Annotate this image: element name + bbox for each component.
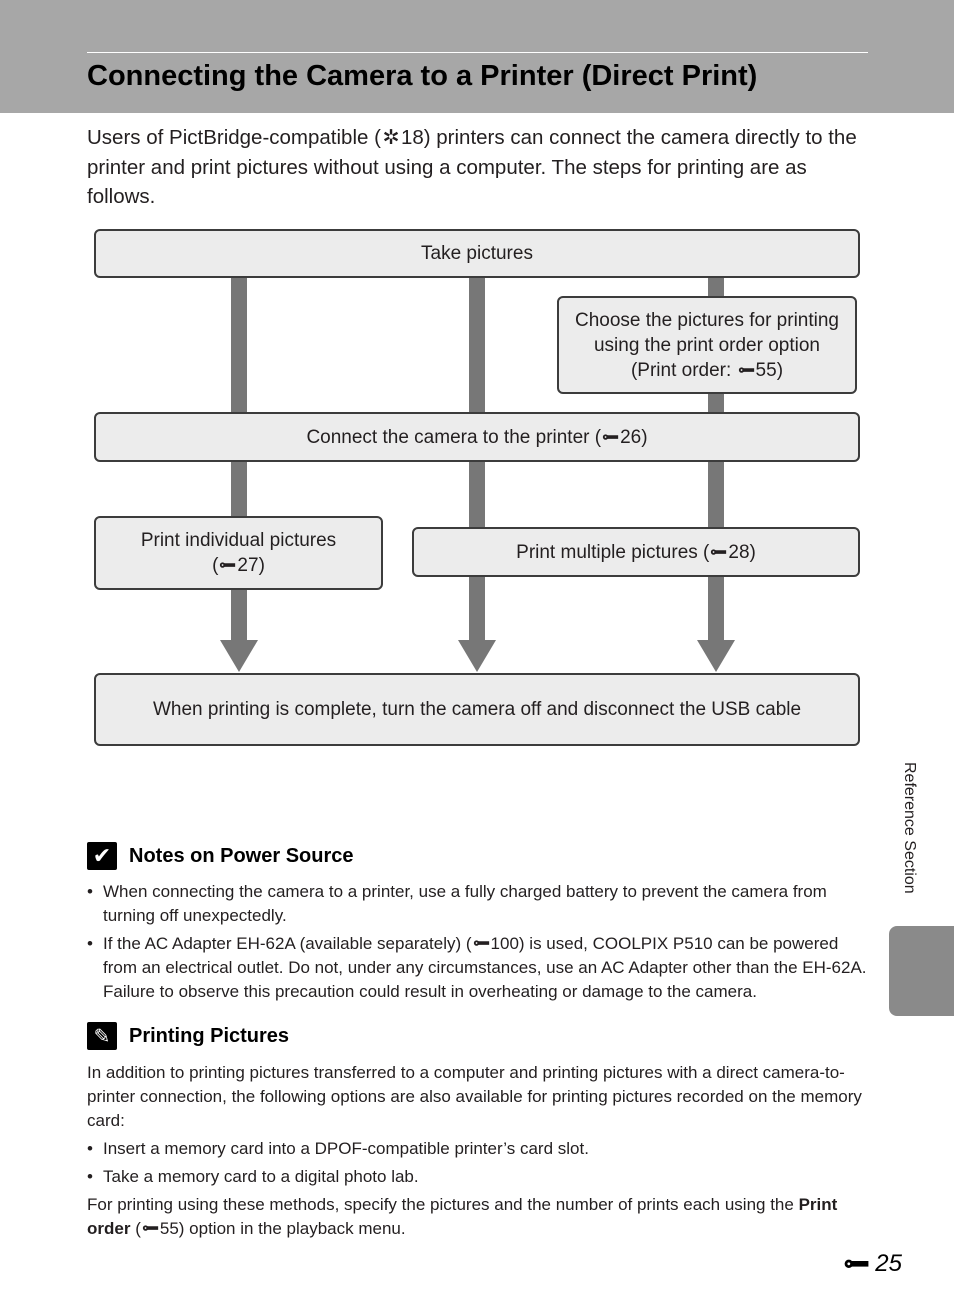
printing-pictures-heading: ✎ Printing Pictures xyxy=(87,1022,289,1050)
flow-box-print-multiple: Print multiple pictures (28) xyxy=(412,527,860,577)
page-number: 25 xyxy=(844,1250,902,1278)
reference-section-icon xyxy=(711,547,727,557)
header-band xyxy=(0,0,954,113)
reference-section-icon xyxy=(844,1256,869,1271)
reference-section-icon xyxy=(220,561,236,571)
flow-box-printing-complete: When printing is complete, turn the came… xyxy=(94,673,860,746)
list-item: Take a memory card to a digital photo la… xyxy=(87,1165,869,1189)
printing-pictures-list: Insert a memory card into a DPOF-compati… xyxy=(87,1137,869,1193)
flow-box-choose-pictures: Choose the pictures for printing using t… xyxy=(557,296,857,394)
intro-ref-page: 18 xyxy=(400,126,424,149)
camera-reference-icon: ✲ xyxy=(382,126,400,149)
list-item: When connecting the camera to a printer,… xyxy=(87,880,869,928)
flow-box-print-individual: Print individual pictures (27) xyxy=(94,516,383,590)
list-item: If the AC Adapter EH-62A (available sepa… xyxy=(87,932,869,1004)
notes-power-heading: ✔ Notes on Power Source xyxy=(87,842,354,870)
section-side-label: Reference Section xyxy=(901,762,918,894)
flow-arrowhead-left xyxy=(220,640,258,672)
reference-section-icon xyxy=(602,432,619,442)
list-item: Insert a memory card into a DPOF-compati… xyxy=(87,1137,869,1161)
printing-pictures-intro: In addition to printing pictures transfe… xyxy=(87,1063,862,1130)
notes-power-list: When connecting the camera to a printer,… xyxy=(87,880,869,1008)
flow-arrowhead-right xyxy=(697,640,735,672)
reference-section-icon xyxy=(738,365,754,375)
header-rule xyxy=(87,52,868,53)
section-thumb-tab xyxy=(889,926,954,1016)
flow-box-take-pictures: Take pictures xyxy=(94,229,860,278)
intro-paragraph: Users of PictBridge-compatible (✲18) pri… xyxy=(87,123,867,212)
page-title: Connecting the Camera to a Printer (Dire… xyxy=(87,60,758,92)
reference-section-icon xyxy=(473,939,489,949)
flowchart: Take pictures Choose the pictures for pr… xyxy=(94,229,860,746)
flow-arrowhead-center xyxy=(458,640,496,672)
memo-pencil-icon: ✎ xyxy=(87,1022,117,1050)
flow-box-connect-camera: Connect the camera to the printer (26) xyxy=(94,412,860,462)
checkmark-note-icon: ✔ xyxy=(87,842,117,870)
print-order-term: Print order xyxy=(87,1195,838,1238)
printing-pictures-closing: For printing using these methods, specif… xyxy=(87,1195,838,1238)
reference-section-icon xyxy=(142,1224,159,1234)
